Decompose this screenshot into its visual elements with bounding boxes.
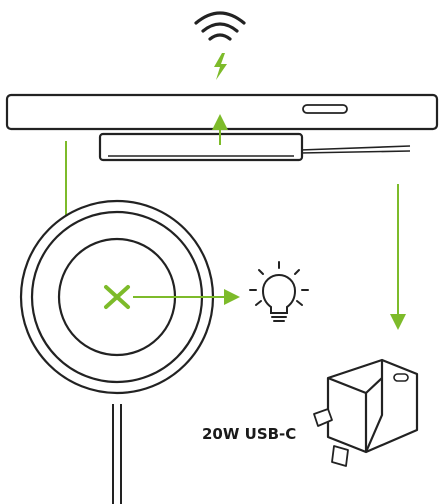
- charging-pad-top-view: [19, 199, 215, 504]
- charging-pad-side-view: [98, 132, 411, 162]
- wifi-signal-icon: [194, 11, 246, 41]
- light-bulb-icon: [249, 261, 309, 322]
- charger-label: 20W USB-C: [202, 425, 296, 443]
- usb-c-wall-charger-icon: [313, 358, 419, 467]
- phone-side-view: [5, 93, 439, 131]
- lightning-bolt-icon: [214, 53, 227, 80]
- alignment-cross-icon: [104, 285, 130, 309]
